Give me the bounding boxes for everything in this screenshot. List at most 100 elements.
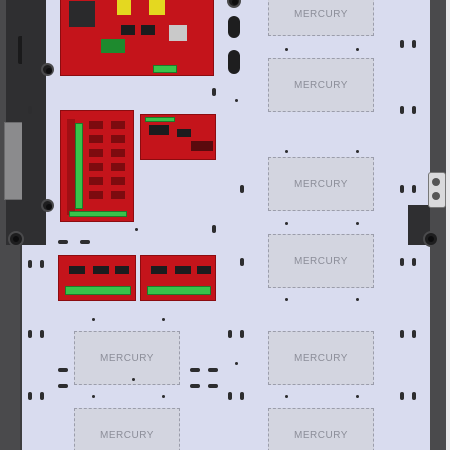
mounting-bolt — [43, 201, 52, 210]
backplate-right-cutout — [408, 205, 430, 245]
mercury-label: MERCURY — [294, 429, 348, 441]
ic-chip — [149, 125, 169, 135]
mercury-board-slot: MERCURY — [268, 408, 374, 450]
capacitor — [117, 0, 131, 15]
mounting-slot — [412, 185, 416, 193]
mounting-slot — [190, 368, 200, 372]
mounting-bolt — [425, 233, 437, 245]
mounting-slot — [28, 330, 32, 338]
mounting-slot — [58, 240, 68, 244]
mercury-board-slot: MERCURY — [268, 0, 374, 36]
frame-right-rail — [430, 0, 450, 450]
mounting-slot — [40, 260, 44, 268]
power-supply-board — [60, 0, 214, 76]
mercury-label: MERCURY — [294, 178, 348, 190]
mounting-slot — [400, 40, 404, 48]
mercury-label: MERCURY — [100, 429, 154, 441]
mounting-hole — [356, 298, 359, 301]
mercury-label: MERCURY — [294, 79, 348, 91]
terminal-block — [75, 123, 83, 209]
mounting-bolt — [10, 233, 22, 245]
mercury-label: MERCURY — [294, 255, 348, 267]
relay — [111, 191, 125, 199]
ic-chip — [69, 266, 85, 274]
latch-knob-lower — [432, 192, 440, 200]
mercury-board-slot: MERCURY — [268, 331, 374, 385]
mounting-hole — [162, 395, 165, 398]
mounting-hole — [235, 362, 238, 365]
mounting-slot — [412, 258, 416, 266]
relay — [89, 121, 103, 129]
mounting-slot — [58, 368, 68, 372]
capacitor — [149, 0, 165, 15]
mounting-hole — [285, 395, 288, 398]
mounting-slot — [412, 106, 416, 114]
mounting-slot — [400, 392, 404, 400]
terminal-block — [69, 211, 127, 217]
mounting-slot — [80, 240, 90, 244]
terminal-block — [145, 117, 175, 122]
mounting-slot — [228, 392, 232, 400]
mounting-hole — [135, 228, 138, 231]
heat-sink — [169, 25, 187, 41]
mercury-board-slot: MERCURY — [268, 58, 374, 112]
mounting-slot — [412, 330, 416, 338]
mounting-slot — [28, 392, 32, 400]
mounting-slot — [190, 384, 200, 388]
header-pins — [191, 141, 213, 151]
mercury-board-slot: MERCURY — [268, 234, 374, 288]
ic-chip — [115, 266, 129, 274]
relay — [111, 149, 125, 157]
relay — [89, 135, 103, 143]
terminal-block — [147, 286, 211, 295]
relay — [111, 177, 125, 185]
mounting-hole — [162, 318, 165, 321]
mounting-hole — [356, 395, 359, 398]
ic-chip — [177, 129, 191, 137]
mounting-hole — [285, 222, 288, 225]
mercury-board-slot: MERCURY — [268, 157, 374, 211]
mounting-slot — [208, 368, 218, 372]
relay — [89, 191, 103, 199]
relay-board — [60, 110, 134, 222]
transformer — [69, 1, 95, 27]
mounting-slot — [228, 330, 232, 338]
keyhole-slot — [228, 16, 240, 38]
mounting-hole — [285, 298, 288, 301]
mounting-slot — [28, 260, 32, 268]
relay — [111, 121, 125, 129]
mounting-slot — [240, 392, 244, 400]
mounting-slot — [240, 185, 244, 193]
mounting-bolt — [229, 0, 239, 6]
mounting-hole — [356, 222, 359, 225]
mounting-hole — [92, 395, 95, 398]
mounting-slot — [240, 258, 244, 266]
mounting-slot — [212, 225, 216, 233]
mounting-slot — [40, 392, 44, 400]
ic-chip — [175, 266, 191, 274]
mounting-slot — [240, 330, 244, 338]
mounting-hole — [132, 378, 135, 381]
mercury-board-slot: MERCURY — [74, 331, 180, 385]
relay — [89, 149, 103, 157]
mounting-slot — [58, 384, 68, 388]
mercury-label: MERCURY — [294, 8, 348, 20]
mercury-label: MERCURY — [294, 352, 348, 364]
mounting-slot — [400, 330, 404, 338]
ic-chip — [151, 266, 167, 274]
frame-right-edge — [446, 0, 450, 450]
mounting-hole — [285, 150, 288, 153]
relay — [89, 163, 103, 171]
ic-chip — [197, 266, 211, 274]
mercury-label: MERCURY — [100, 352, 154, 364]
latch-knob — [432, 178, 440, 186]
terminal-block — [153, 65, 177, 73]
relay-bank — [67, 119, 75, 215]
mounting-hole — [92, 318, 95, 321]
terminal-block — [65, 286, 131, 295]
ic-chip — [121, 25, 135, 35]
input-board — [140, 255, 216, 301]
mounting-slot — [412, 392, 416, 400]
backplate-left-cutout — [22, 0, 46, 245]
